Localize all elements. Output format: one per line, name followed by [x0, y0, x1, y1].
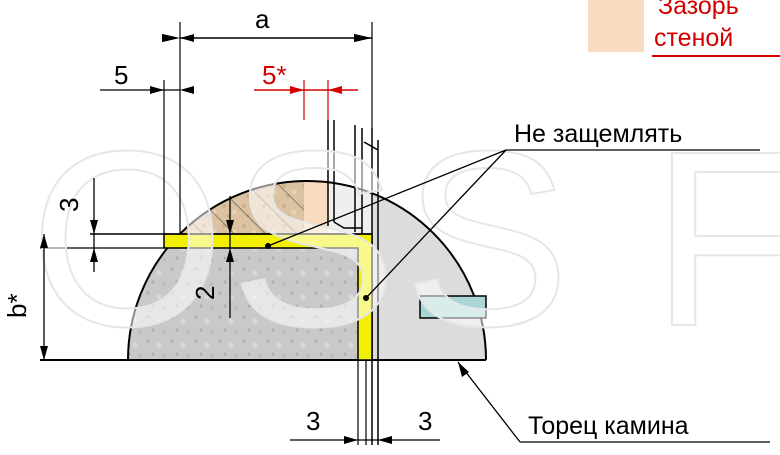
- callout-no-clamp-leader-b: [365, 149, 507, 299]
- legend-text-line2: стеной: [654, 24, 733, 52]
- callout-end-text: Торец камина: [528, 412, 689, 440]
- legend-swatch: [588, 0, 644, 52]
- dim-3v-label: 3: [54, 198, 84, 212]
- cyan-panel: [419, 295, 487, 319]
- dim-5-arrow-b: [180, 86, 194, 94]
- dim-b-label: b*: [2, 293, 32, 318]
- dim-b-arrow-a: [40, 234, 48, 248]
- dim-5-red-arrow-b: [328, 86, 342, 94]
- dim-3v-arrow-b: [90, 248, 98, 262]
- dim-a-arrow-left: [180, 34, 194, 42]
- dim-5-red-arrow-a: [290, 86, 304, 94]
- legend-text-line1: Зазорь: [658, 0, 739, 20]
- callout-no-clamp-leader-a: [267, 149, 507, 247]
- callout-dot-b: [363, 295, 369, 301]
- dim-3-bottom-right-label: 3: [418, 406, 432, 436]
- dim-5-arrow-a: [150, 86, 164, 94]
- dim-3-bottom-arrow-b: [378, 436, 392, 444]
- dim-5-red-label: 5*: [262, 60, 287, 90]
- callout-dot-a: [265, 243, 271, 249]
- dim-3v-arrow-a: [90, 220, 98, 234]
- dim-3-bottom-left-label: 3: [306, 406, 320, 436]
- dim-2-arrow-a: [226, 220, 234, 234]
- dim-2-arrow-b: [226, 248, 234, 262]
- dim-b-arrow-b: [40, 346, 48, 360]
- callout-no-clamp-text: Не защемлять: [514, 120, 682, 148]
- dim-2-label: 2: [190, 286, 220, 300]
- dim-a-label: a: [255, 4, 270, 34]
- callout-end-arrow: [458, 362, 469, 377]
- callout-end-leader: [457, 361, 521, 443]
- detail-circle-outline: [127, 180, 487, 361]
- dim-5-label: 5: [114, 60, 128, 90]
- dim-3-bottom-arrow-a: [344, 436, 358, 444]
- watermark: OSS FIRE: [30, 99, 780, 378]
